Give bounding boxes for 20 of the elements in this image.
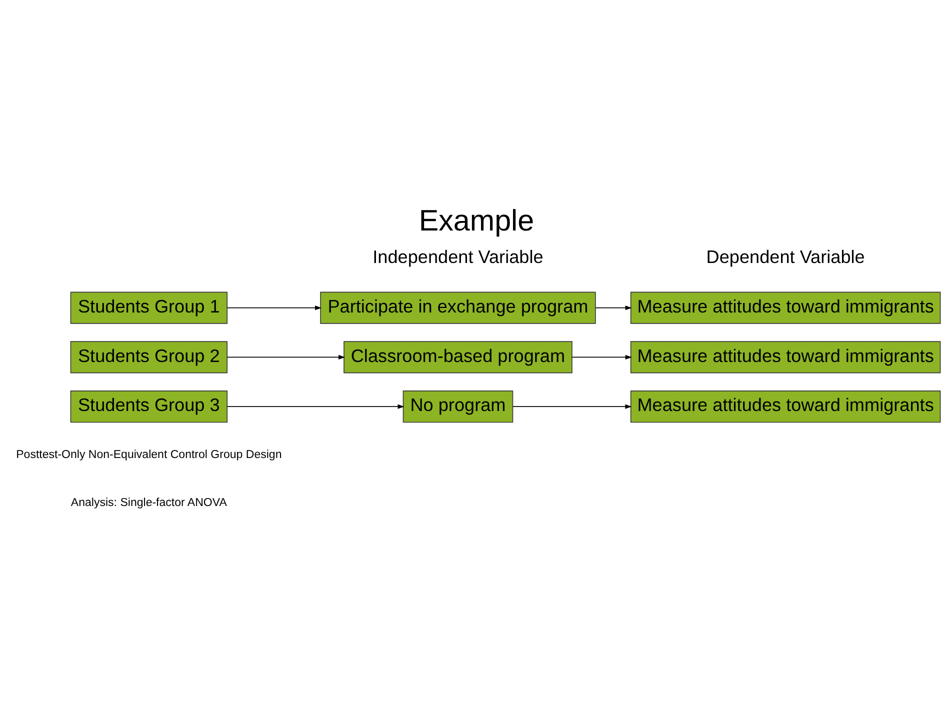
label: Posttest-Only Non-Equivalent Control Group Design (16, 449, 282, 462)
node-box: Students Group 1 (70, 292, 228, 324)
arrow (594, 306, 632, 310)
label: Analysis: Single-factor ANOVA (70, 496, 226, 509)
arrow (226, 354, 345, 360)
arrow (226, 306, 322, 310)
arrow (226, 404, 404, 409)
arrow (512, 404, 632, 409)
label: Independent Variable (372, 247, 543, 268)
node-box: Classroom-based program (343, 341, 572, 374)
node-box: No program (402, 390, 513, 423)
node-box: Measure attitudes toward immigrants (630, 292, 940, 324)
arrow (571, 354, 632, 360)
node-box: Students Group 2 (70, 341, 228, 374)
node-box: Participate in exchange program (320, 292, 596, 324)
node-box: Students Group 3 (70, 390, 228, 423)
node-box: Measure attitudes toward immigrants (630, 341, 940, 374)
node-box: Measure attitudes toward immigrants (630, 390, 940, 423)
diagram-title: Example (418, 204, 534, 238)
label: Dependent Variable (706, 247, 864, 268)
